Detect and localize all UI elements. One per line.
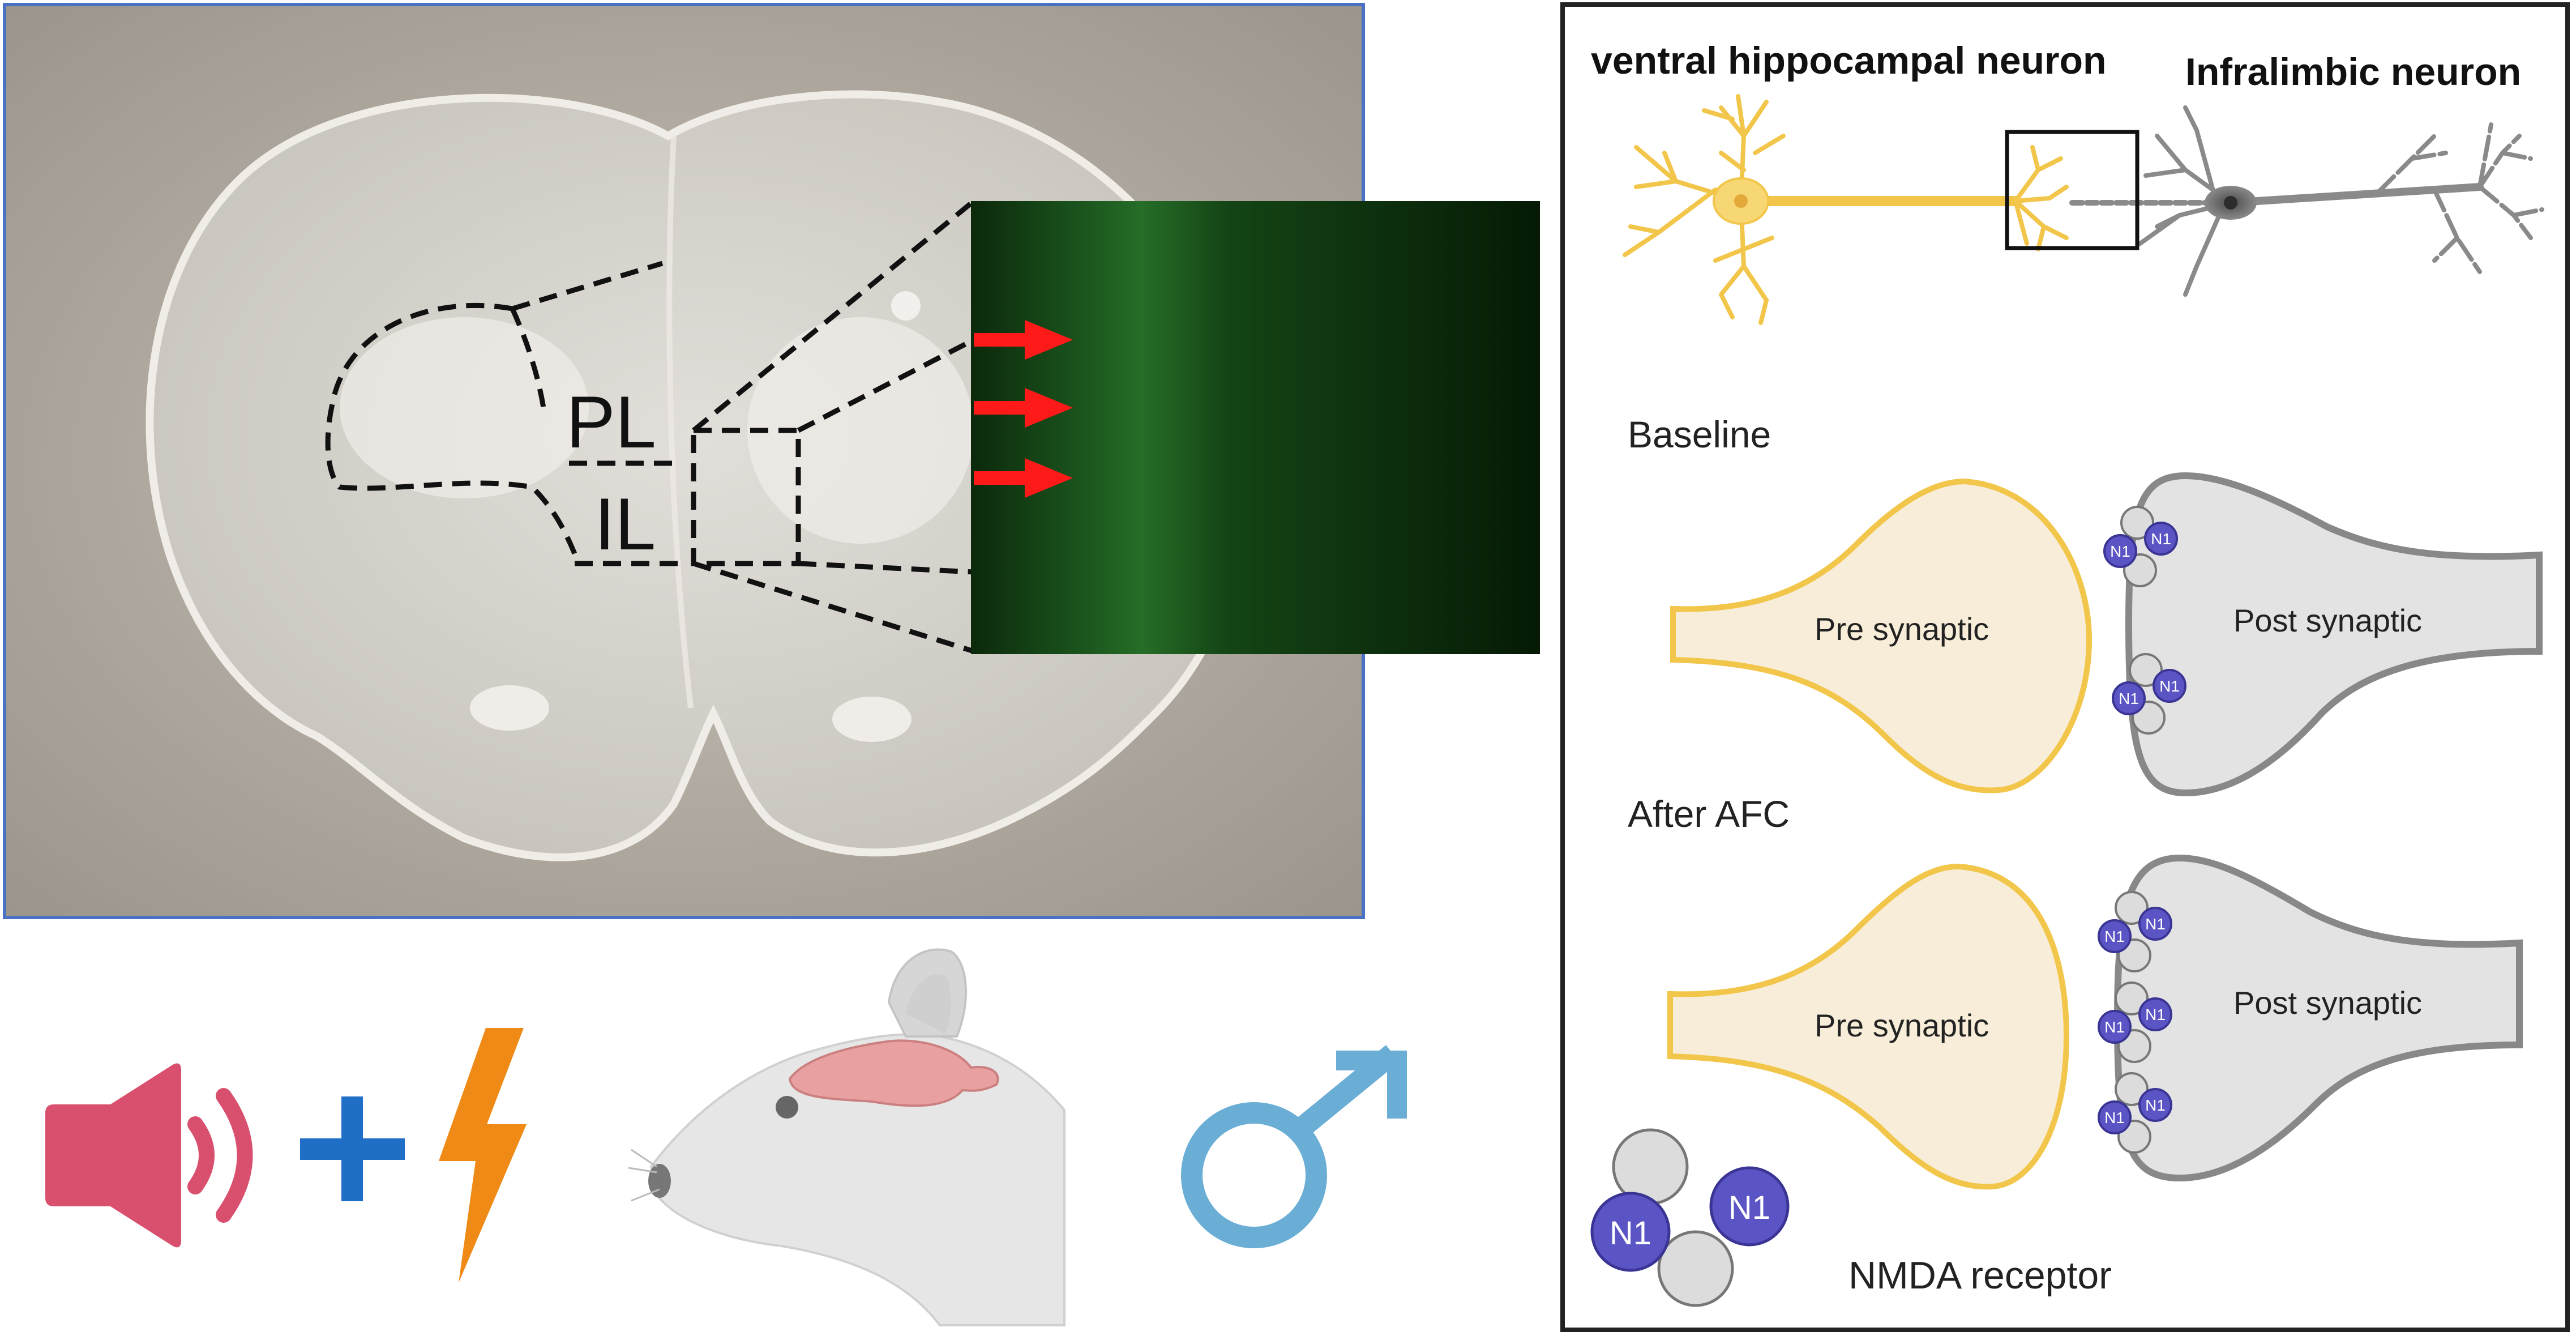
infralimbic-label: Infralimbic neuron [2185, 50, 2521, 93]
nmda-receptor-label: NMDA receptor [1848, 1254, 2112, 1297]
rat-brain [788, 1039, 999, 1107]
prelimbic-outline-top [510, 308, 546, 408]
fluorescence-haze [971, 201, 1540, 654]
nmda-receptor-legend: N1 N1 NMDA receptor [1590, 1128, 2112, 1307]
ventral-patch-right [832, 697, 912, 742]
zoom-line-top-2 [692, 199, 975, 433]
legend-grey-subunit-bottom [1657, 1230, 1734, 1307]
baseline-post-label: Post synaptic [2233, 603, 2422, 638]
infralimbic-neuron [2069, 105, 2544, 297]
n1-subunit-label: N1 [2159, 677, 2180, 695]
grey-subunit [2129, 653, 2163, 687]
n1-subunit-label: N1 [2145, 915, 2166, 933]
midline [666, 135, 694, 709]
n1-subunit-label: N1 [2151, 530, 2171, 548]
n1-subunit-label: N1 [2145, 1006, 2166, 1023]
grey-subunit [2115, 1072, 2149, 1106]
n1-subunit-label: N1 [2104, 1018, 2125, 1036]
after-afc-title: After AFC [1628, 793, 1790, 835]
n1-subunit [2098, 919, 2132, 953]
legend-n1-label-right: N1 [1728, 1189, 1770, 1226]
male-symbol-icon [1181, 1045, 1400, 1248]
n1-subunit-label: N1 [2119, 690, 2139, 707]
baseline-title: Baseline [1628, 413, 1771, 455]
n1-subunit [2138, 907, 2172, 941]
ventral-hippocampal-neuron [1623, 94, 2069, 325]
rat-whiskers [628, 1149, 660, 1202]
legend-n1-label-left: N1 [1610, 1215, 1651, 1252]
n1-subunit [2138, 1088, 2172, 1122]
ventral-hippocampal-label: ventral hippocampal neuron [1591, 39, 2107, 82]
n1-subunit [2138, 997, 2172, 1031]
red-arrow-3 [974, 458, 1073, 498]
zoom-line-bottom-2 [798, 561, 974, 575]
n1-subunit [2112, 681, 2146, 715]
after-afc-post-label: Post synaptic [2233, 985, 2422, 1021]
baseline-postsynaptic-spine [2125, 472, 2543, 797]
grey-nucleus [2224, 196, 2237, 210]
paradigm-icons [45, 948, 1407, 1326]
pl-label: PL [566, 381, 656, 463]
baseline-presynaptic-terminal [1670, 478, 2093, 793]
neuron-synapse-panel: ventral hippocampal neuron Infralimbic n… [1560, 2, 2570, 1332]
n1-subunit-label: N1 [2104, 1109, 2125, 1126]
n1-subunit [2098, 1100, 2132, 1134]
red-arrows [974, 320, 1073, 498]
white-matter-right [747, 317, 974, 544]
yellow-nucleus [1734, 194, 1748, 208]
zoom-line-bottom-1 [692, 561, 975, 654]
synapse-zoom-box [2005, 130, 2139, 250]
grey-subunit [2115, 981, 2149, 1015]
bright-spot [891, 291, 921, 321]
n1-subunit [2103, 534, 2137, 568]
n1-subunit [2098, 1010, 2132, 1044]
n1-subunit [2144, 522, 2178, 556]
fluorescence-inset [971, 201, 1540, 654]
legend-n1-subunit-right [1709, 1166, 1790, 1247]
brain-section-panel: PL IL [3, 3, 1540, 919]
white-matter-left [340, 317, 589, 498]
n1-subunit-label: N1 [2104, 928, 2125, 945]
n1-subunit-label: N1 [2110, 543, 2130, 560]
lightning-bolt-icon [439, 1028, 527, 1283]
after-afc-presynaptic-terminal [1667, 863, 2070, 1190]
prelimbic-outline [325, 302, 580, 562]
il-label: IL [594, 483, 656, 565]
legend-n1-subunit-left [1590, 1192, 1671, 1272]
rat-head-outline [649, 1033, 1066, 1326]
rat-ear-inner [906, 974, 951, 1034]
rat-head-icon [628, 948, 1066, 1326]
baseline-pre-label: Pre synaptic [1815, 611, 1989, 647]
red-arrow-1 [974, 320, 1073, 360]
red-arrow-2 [974, 388, 1073, 428]
zoom-line-top-1 [511, 261, 664, 311]
ventral-patch-left [470, 685, 549, 731]
grey-subunit [2120, 506, 2154, 540]
region-dashed-outlines [325, 199, 975, 654]
n1-subunit [2153, 669, 2186, 703]
fluorescence-image [971, 201, 1540, 654]
male-symbol-arrowhead [1336, 1051, 1407, 1119]
n1-subunit-label: N1 [2145, 1096, 2166, 1114]
rat-eye [776, 1096, 798, 1119]
speaker-icon [45, 1063, 253, 1248]
plus-icon [300, 1096, 405, 1201]
zoom-line-top-3 [797, 338, 975, 433]
after-afc-pre-label: Pre synaptic [1815, 1008, 1989, 1043]
grey-subunit [2115, 891, 2149, 925]
